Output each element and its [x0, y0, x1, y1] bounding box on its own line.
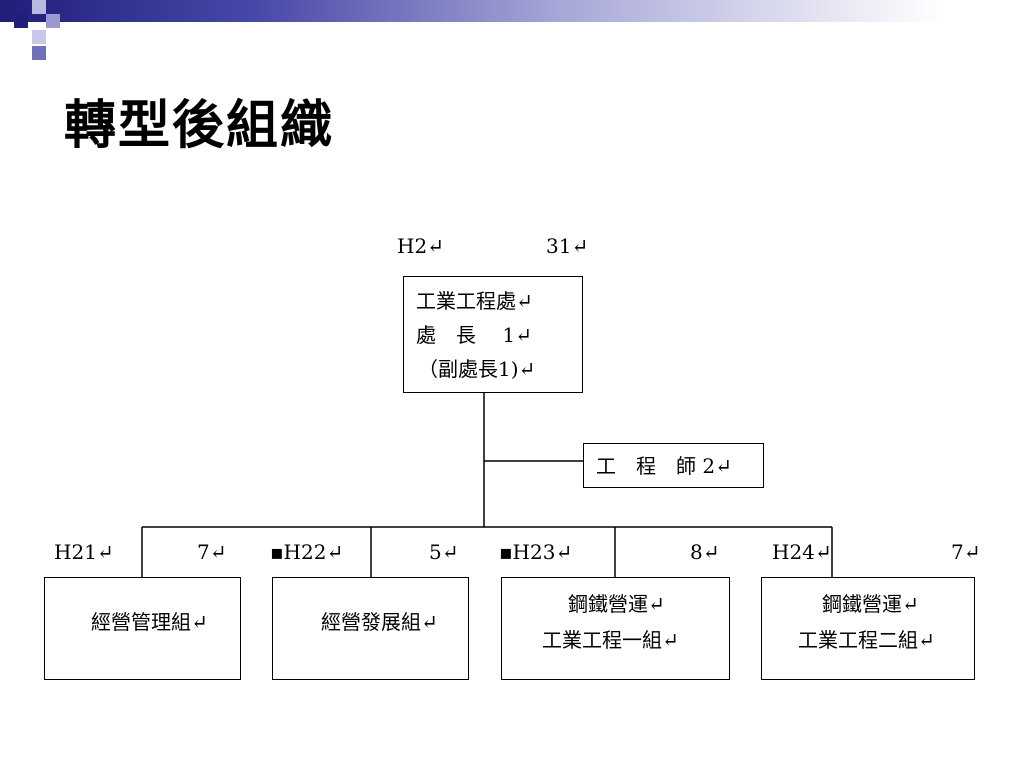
group-h23-code: ▪H23↵: [499, 540, 573, 564]
group-h21-line1: 經營管理組↵: [91, 610, 208, 634]
group-h21-code: H21↵: [54, 540, 114, 564]
group-h21-box: 經營管理組↵: [44, 577, 241, 680]
group-h24-code: H24↵: [772, 540, 832, 564]
group-h23-line2: 工業工程一組↵: [542, 628, 679, 652]
header-square-mid: [46, 14, 60, 28]
header-square-light2: [32, 30, 46, 44]
group-h23-line1: 鋼鐵營運↵: [568, 592, 665, 616]
group-h21-count: 7↵: [197, 540, 227, 564]
header-square-light: [32, 0, 46, 14]
top-node-line1: 工業工程處↵: [416, 289, 533, 313]
group-h24-line2: 工業工程二組↵: [798, 628, 935, 652]
group-h22-count: 5↵: [429, 540, 459, 564]
group-h24-box: 鋼鐵營運↵ 工業工程二組↵: [761, 577, 975, 680]
group-h24-line1: 鋼鐵營運↵: [822, 592, 919, 616]
top-node-count: 31↵: [546, 234, 589, 258]
group-h22-line1: 經營發展組↵: [321, 610, 438, 634]
top-node-line3: （副處長1)↵: [418, 357, 536, 381]
top-node-line2: 處 長 1↵: [416, 323, 532, 347]
top-node-code: H2↵: [397, 234, 444, 258]
header-square-dark: [14, 14, 28, 28]
group-h23-count: 8↵: [690, 540, 720, 564]
group-h24-count: 7↵: [951, 540, 981, 564]
staff-node-box: 工 程 師 2↵: [583, 443, 764, 488]
header-square-dark2: [32, 46, 46, 60]
top-node-box: 工業工程處↵ 處 長 1↵ （副處長1)↵: [403, 276, 583, 393]
group-h23-box: 鋼鐵營運↵ 工業工程一組↵: [501, 577, 730, 680]
group-h22-box: 經營發展組↵: [272, 577, 469, 680]
staff-node-label: 工 程 師 2↵: [596, 454, 732, 478]
page-title: 轉型後組織: [64, 95, 335, 156]
group-h22-code: ▪H22↵: [270, 540, 344, 564]
header-gradient-bar: [0, 0, 1024, 22]
